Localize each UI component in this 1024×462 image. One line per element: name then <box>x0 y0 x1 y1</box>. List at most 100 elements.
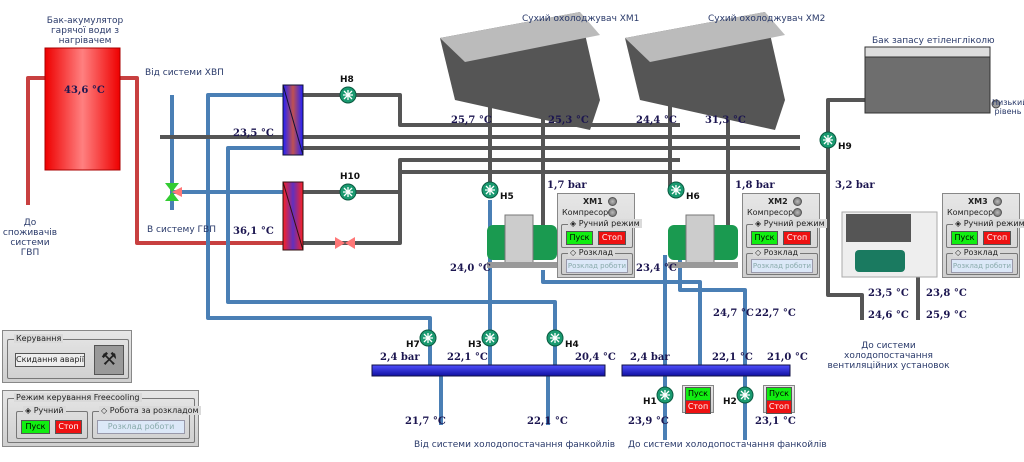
dry-cooler-1 <box>440 12 600 130</box>
chiller-stop-button[interactable]: Стоп <box>983 231 1011 245</box>
schedule-radio[interactable]: ◇ Розклад <box>953 248 1001 257</box>
control-panel: Керування Скидання аварії ⚒ <box>2 330 132 383</box>
schedule-button[interactable]: Розклад роботи <box>751 259 813 273</box>
reading-r1: 24,7 °C <box>713 308 754 319</box>
compressor-label: Компресор <box>747 208 794 217</box>
chiller-start-button[interactable]: Пуск <box>566 231 593 245</box>
pump-h1-start-button[interactable]: Пуск <box>685 387 711 401</box>
pump-label-h2: Н2 <box>723 397 737 407</box>
freecooling-schedule-radio[interactable]: ◇ Робота за розкладом <box>99 406 201 415</box>
heat-exchanger-1 <box>282 84 304 156</box>
schedule-radio[interactable]: ◇ Розклад <box>753 248 801 257</box>
compressor-label: Компресор <box>947 208 994 217</box>
collector-1 <box>371 364 606 377</box>
pump-h6[interactable] <box>667 181 685 199</box>
manual-label: Ручний режим <box>963 219 1024 228</box>
freecooling-panel: Режим керування Freecooling ◈ Ручний Пус… <box>2 390 201 447</box>
chiller-name: ХМ3 <box>968 197 988 206</box>
chiller-3-panel: ХМ3 Компресор ◈ Ручний режим Пуск Стоп ◇ … <box>942 193 1024 278</box>
chiller-name: ХМ1 <box>583 197 603 206</box>
hot-water-tank <box>44 47 121 171</box>
reset-alarm-button[interactable]: Скидання аварії <box>15 353 85 367</box>
schedule-button[interactable]: Розклад роботи <box>566 259 628 273</box>
chiller-2 <box>668 214 738 268</box>
manual-label: Ручний <box>33 406 64 415</box>
compressor-led <box>993 208 1002 217</box>
reading-ret2: 22,1 °C <box>527 416 568 427</box>
to-fancoils-label: До системи холодопостачання фанкойлів <box>628 440 827 450</box>
pump-h4[interactable] <box>546 329 564 347</box>
tools-icon[interactable]: ⚒ <box>94 345 124 375</box>
manual-label: Ручний режим <box>763 219 825 228</box>
reading-c1_t2: 20,4 °C <box>575 352 616 363</box>
reading-vent3: 24,6 °C <box>868 310 909 321</box>
chiller-start-button[interactable]: Пуск <box>951 231 978 245</box>
pump-label-h1: Н1 <box>643 397 657 407</box>
hot-tank-title: Бак-акумулятор гарячої води з нагрівачем <box>46 16 124 46</box>
manual-mode-radio[interactable]: ◈ Ручний режим <box>953 219 1024 228</box>
to-ventilation-label: До системи холодопостачання вентиляційни… <box>827 341 950 371</box>
pump-h2-controls: Пуск Стоп <box>763 385 795 414</box>
pump-h1-stop-button[interactable]: Стоп <box>685 400 711 414</box>
reading-sup2: 23,1 °C <box>755 416 796 427</box>
control-title: Керування <box>14 334 64 343</box>
schedule-mode-label: Робота за розкладом <box>109 406 199 415</box>
hot-water-pipes <box>26 76 285 245</box>
chiller-stop-button[interactable]: Стоп <box>598 231 626 245</box>
pump-h2[interactable] <box>736 386 754 404</box>
compressor-label: Компресор <box>562 208 609 217</box>
pump-h10[interactable] <box>339 183 357 201</box>
pump-h5[interactable] <box>481 181 499 199</box>
reading-p1: 1,7 bar <box>547 180 587 191</box>
reading-c1_p: 2,4 bar <box>380 352 420 363</box>
reading-ch2_out: 23,4 °C <box>636 263 677 274</box>
pump-label-h7: Н7 <box>406 340 420 350</box>
reading-p2: 1,8 bar <box>735 180 775 191</box>
pump-h3[interactable] <box>481 329 499 347</box>
pump-h7[interactable] <box>419 329 437 347</box>
schedule-label: Розклад <box>963 248 999 257</box>
from-cold-water-label: Від системи ХВП <box>145 68 224 78</box>
pump-label-h4: Н4 <box>565 340 579 350</box>
pump-h2-stop-button[interactable]: Стоп <box>766 400 792 414</box>
chiller-1 <box>487 214 557 268</box>
pump-label-h10: Н10 <box>340 172 361 182</box>
pump-label-h5: Н5 <box>500 192 514 202</box>
pump-h8[interactable] <box>339 86 357 104</box>
manual-label: Ручний режим <box>578 219 640 228</box>
to-consumers-label: До споживачів системи ГВП <box>2 218 58 258</box>
schedule-button[interactable]: Розклад роботи <box>951 259 1013 273</box>
chiller-start-button[interactable]: Пуск <box>751 231 778 245</box>
freecooling-stop-button[interactable]: Стоп <box>55 420 82 434</box>
reading-vent4: 25,9 °C <box>926 310 967 321</box>
pump-label-h9: Н9 <box>838 142 852 152</box>
three-way-valve <box>165 183 182 201</box>
freecooling-schedule-button[interactable]: Розклад роботи <box>97 420 185 434</box>
pump-h1-controls: Пуск Стоп <box>682 385 714 414</box>
cold-water-pipes <box>170 93 747 440</box>
pump-h2-start-button[interactable]: Пуск <box>766 387 792 401</box>
schedule-label: Розклад <box>578 248 614 257</box>
status-led <box>608 197 617 206</box>
dry-cooler-2-title: Сухий охолоджувач ХМ2 <box>708 14 826 24</box>
reading-c1_t1: 22,1 °C <box>447 352 488 363</box>
pumps <box>339 86 837 404</box>
pump-h9[interactable] <box>819 131 837 149</box>
schedule-radio[interactable]: ◇ Розклад <box>568 248 616 257</box>
compressor-led <box>608 208 617 217</box>
manual-mode-radio[interactable]: ◈ Ручний режим <box>753 219 827 228</box>
glycol-tank <box>864 46 991 114</box>
freecooling-start-button[interactable]: Пуск <box>21 420 50 434</box>
dry-cooler-2 <box>625 12 785 130</box>
pump-h1[interactable] <box>656 386 674 404</box>
freecooling-manual-radio[interactable]: ◈ Ручний <box>23 406 66 415</box>
reading-r2: 22,7 °C <box>755 308 796 319</box>
chiller-stop-button[interactable]: Стоп <box>783 231 811 245</box>
manual-mode-radio[interactable]: ◈ Ручний режим <box>568 219 642 228</box>
pump-label-h6: Н6 <box>686 192 700 202</box>
reading-c2_t1: 22,1 °C <box>712 352 753 363</box>
status-led <box>993 197 1002 206</box>
